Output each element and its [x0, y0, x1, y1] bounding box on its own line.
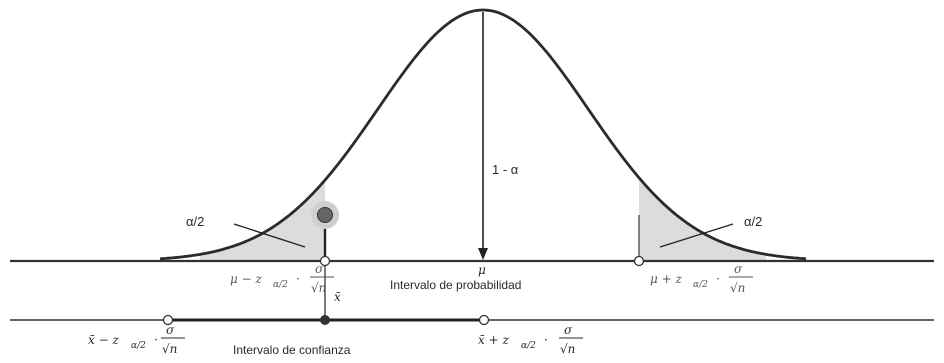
formula-subscript: α/2 — [693, 280, 708, 290]
alpha-half-right-label: α/2 — [744, 214, 762, 229]
xbar-minus-formula: x̄ − z α/2 · σ √n — [88, 323, 185, 356]
formula-numerator: σ — [166, 323, 175, 337]
alpha-half-left-label: α/2 — [186, 214, 204, 229]
formula-prefix: μ + z — [650, 272, 682, 286]
right-tail-area — [639, 177, 766, 261]
left-tail-pointer — [233, 223, 306, 248]
lower-bound-marker — [319, 255, 331, 267]
formula-numerator: σ — [564, 323, 573, 337]
confidence-interval-label: Intervalo de confianza — [233, 343, 351, 357]
formula-dot: · — [296, 272, 300, 286]
formula-prefix: x̄ + z — [478, 333, 509, 347]
xbar-plus-formula: x̄ + z α/2 · σ √n — [478, 323, 583, 356]
ci-upper-marker — [478, 314, 490, 326]
formula-prefix: x̄ − z — [88, 333, 119, 347]
formula-denominator: √n — [730, 281, 745, 295]
xbar-marker — [320, 315, 330, 325]
right-tail-pointer — [659, 223, 734, 248]
ci-lower-marker — [162, 314, 174, 326]
formula-numerator: σ — [734, 262, 743, 276]
formula-prefix: μ − z — [230, 272, 262, 286]
mu-label: μ — [478, 263, 486, 277]
formula-subscript: α/2 — [131, 341, 146, 351]
formula-denominator: √n — [560, 342, 575, 356]
formula-dot: · — [544, 333, 548, 347]
mu-plus-formula: μ + z α/2 · σ √n — [650, 262, 753, 295]
formula-numerator: σ — [315, 262, 324, 276]
center-arrow-head — [478, 248, 488, 260]
probability-interval-label: Intervalo de probabilidad — [390, 278, 521, 292]
formula-subscript: α/2 — [273, 280, 288, 290]
formula-denominator: √n — [311, 281, 326, 295]
formula-subscript: α/2 — [521, 341, 536, 351]
formula-dot: · — [716, 272, 720, 286]
upper-bound-marker — [633, 255, 645, 267]
left-tail-area — [200, 180, 325, 261]
formula-dot: · — [154, 333, 158, 347]
sample-point — [317, 207, 333, 223]
formula-denominator: √n — [162, 342, 177, 356]
normal-curve — [159, 8, 807, 261]
xbar-label: x̄ — [334, 290, 341, 304]
one-minus-alpha-label: 1 - α — [492, 162, 519, 177]
mu-minus-formula: μ − z α/2 · σ √n — [230, 262, 334, 295]
